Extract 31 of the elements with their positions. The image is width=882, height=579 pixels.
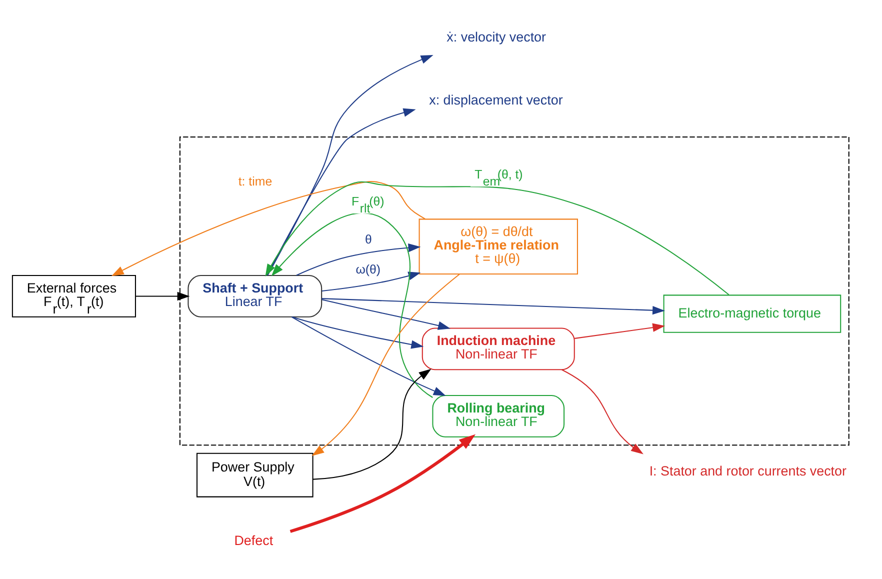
edge-label: θ [365, 232, 372, 247]
arrow [322, 272, 421, 292]
arrow [574, 323, 666, 339]
node-text: Defect [234, 532, 274, 548]
arrow [271, 212, 433, 398]
arrow [322, 298, 665, 315]
arrow [267, 55, 434, 276]
arrow [322, 299, 450, 330]
node-box: Rolling bearing Non-linear TF [432, 394, 565, 438]
arrow [312, 274, 460, 456]
node-box: Induction machine Non-linear TF [422, 328, 575, 370]
arrow [312, 368, 432, 480]
arrow [296, 243, 421, 276]
arrow [292, 316, 424, 349]
node-box: Shaft + Support Linear TF [188, 275, 322, 318]
arrow [291, 316, 446, 396]
node-box: Power Supply V(t) [196, 452, 314, 498]
arrow [290, 434, 476, 533]
arrow [136, 292, 190, 301]
edge-label: t: time [238, 174, 272, 189]
node-box: Electro-magnetic torque [663, 294, 842, 333]
node-text: I: Stator and rotor currents vector [649, 464, 846, 478]
arrow [562, 369, 644, 454]
arrow [265, 181, 730, 296]
edge-label: ω(θ) [356, 262, 381, 277]
node-text: ẋ: velocity vector [446, 29, 546, 44]
node-text: x: displacement vector [429, 92, 563, 108]
cluster [179, 136, 850, 446]
arrow [266, 108, 416, 276]
arrow [111, 181, 426, 276]
node-box: ω(θ) = dθ/dt Angle-Time relation t = ψ(θ) [418, 218, 578, 274]
